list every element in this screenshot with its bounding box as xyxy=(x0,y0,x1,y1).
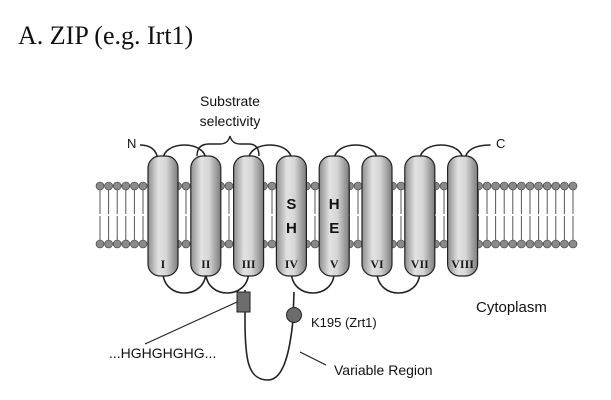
helix-vii: VII xyxy=(404,155,436,277)
cytoplasm-label: Cytoplasm xyxy=(476,299,547,316)
helix-i: I xyxy=(147,155,179,277)
helix-residue-letter: S xyxy=(286,196,296,213)
variable-region-label: Variable Region xyxy=(334,362,433,378)
helix-iv: IV SH xyxy=(275,155,307,277)
helix-residue-letter: E xyxy=(329,220,339,237)
motif-pointer-line xyxy=(144,301,238,345)
lysine-label: K195 (Zrt1) xyxy=(311,315,377,330)
helix-viii: VIII xyxy=(447,155,479,277)
helix-v: V HE xyxy=(318,155,350,277)
substrate-bracket xyxy=(196,135,260,157)
motif-label: ...HGHGHGHG... xyxy=(109,345,216,361)
variable-region-pointer xyxy=(299,351,327,366)
substrate-label-line1: Substrate xyxy=(200,93,260,109)
helix-loops xyxy=(139,144,491,294)
helix-numeral: VII xyxy=(411,257,429,271)
helix-iii: III xyxy=(233,155,265,277)
helix-numeral: II xyxy=(201,257,211,271)
variable-region-loop xyxy=(244,290,295,381)
helix-residue-letter: H xyxy=(329,196,340,213)
histidine-motif-box xyxy=(236,291,251,313)
helix-numeral: III xyxy=(242,257,256,271)
figure-title: A. ZIP (e.g. Irt1) xyxy=(18,21,193,50)
helix-numeral: IV xyxy=(285,257,299,271)
helix-numeral: V xyxy=(330,257,339,271)
lysine-residue-marker xyxy=(286,307,302,323)
helix-numeral: VI xyxy=(370,257,384,271)
helix-numeral: I xyxy=(161,257,166,271)
substrate-label-line2: selectivity xyxy=(200,113,261,129)
helix-numeral: VIII xyxy=(451,257,474,271)
c-terminus-label: C xyxy=(496,136,505,151)
helix-ii: II xyxy=(190,155,222,277)
n-terminus-label: N xyxy=(127,136,136,151)
helix-residue-letter: H xyxy=(286,220,297,237)
helix-vi: VI xyxy=(361,155,393,277)
